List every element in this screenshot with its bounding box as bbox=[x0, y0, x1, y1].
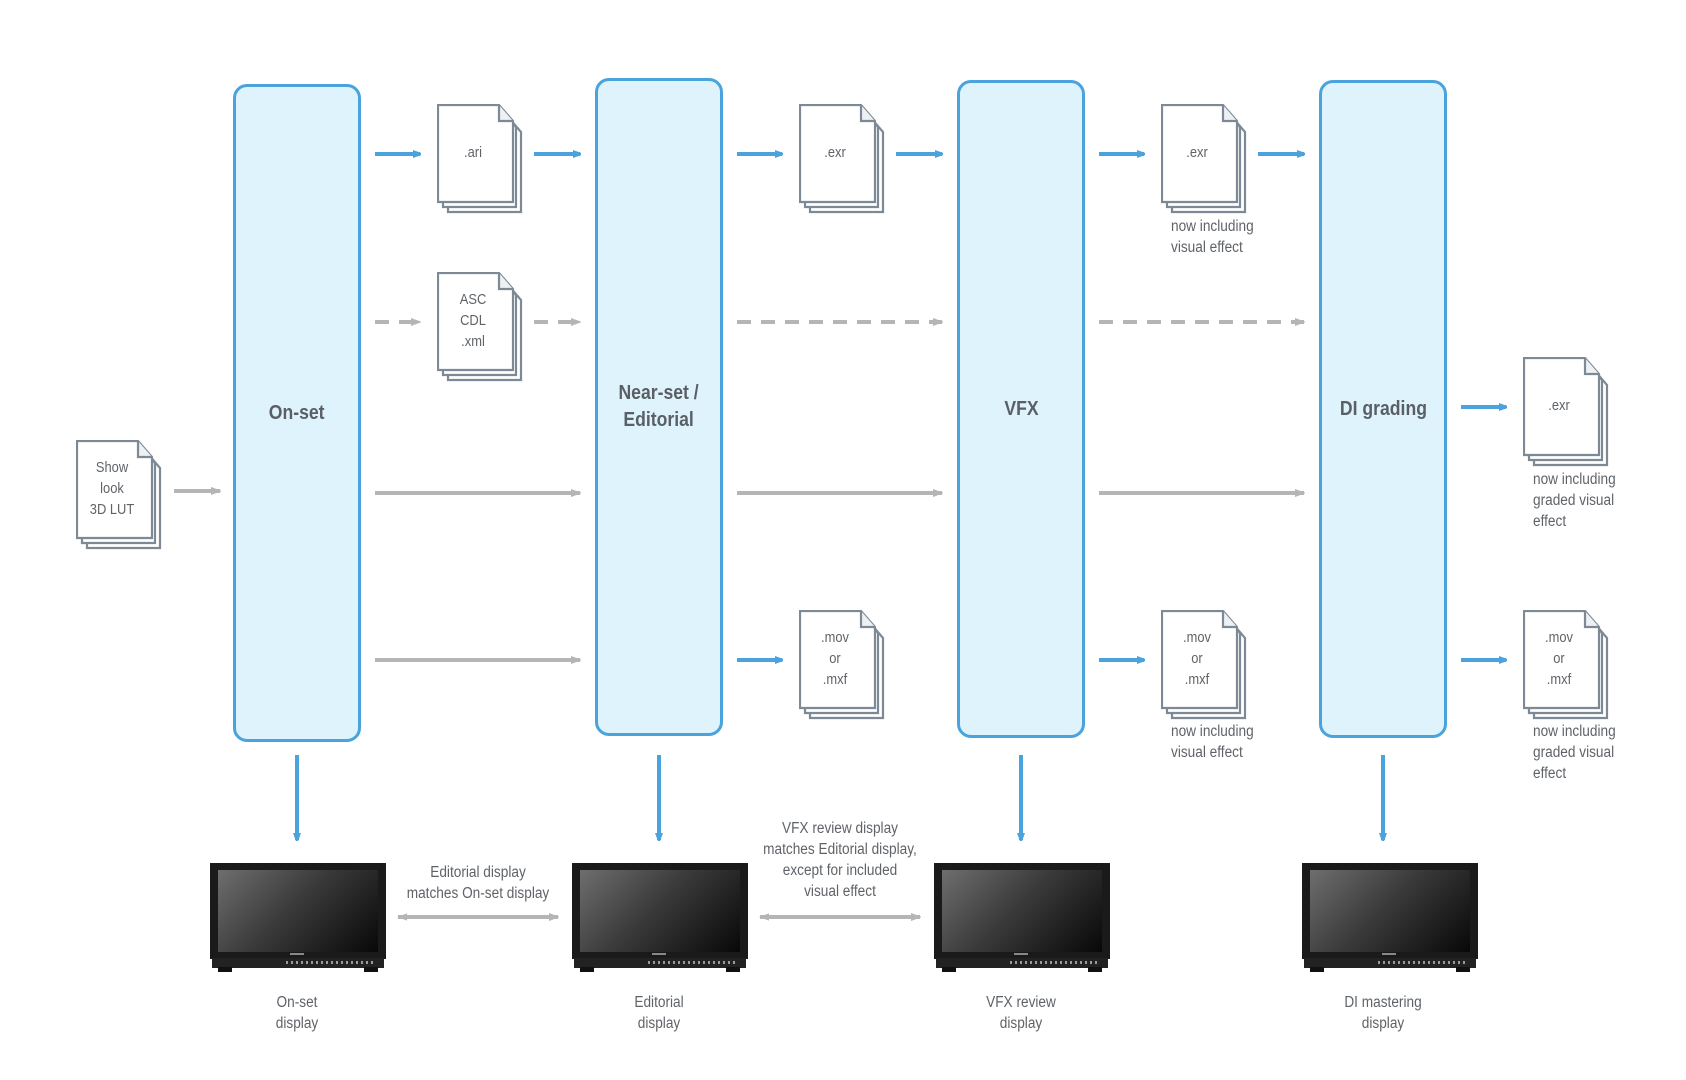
doc-text: .mov or .mxf bbox=[1545, 628, 1573, 688]
monitor-di-mastering bbox=[1302, 863, 1478, 973]
doc-text: .exr bbox=[1186, 143, 1208, 161]
display-label-vfx-review: VFX review display bbox=[986, 994, 1056, 1032]
doc-show-look-lut: Show look 3D LUT bbox=[76, 440, 162, 550]
doc-exr-vfx: .exr bbox=[1161, 104, 1247, 214]
monitor-icon bbox=[934, 863, 1110, 959]
doc-exr-editorial: .exr bbox=[799, 104, 885, 214]
doc-ari: .ari bbox=[437, 104, 523, 214]
monitor-on-set bbox=[210, 863, 386, 973]
doc-text: ASC CDL .xml bbox=[459, 290, 487, 350]
doc-text: .exr bbox=[1548, 396, 1570, 414]
display-label-on-set: On-set display bbox=[275, 994, 319, 1032]
display-arrows bbox=[297, 755, 1383, 840]
doc-text: Show look 3D LUT bbox=[89, 458, 135, 518]
doc-proxy-editorial: .mov or .mxf bbox=[799, 610, 885, 720]
comparison-onset-editorial: Editorial display matches On-set display bbox=[406, 864, 550, 902]
monitor-editorial bbox=[572, 863, 748, 973]
stage-vfx: VFX bbox=[957, 80, 1085, 738]
note-di-proxy: now including graded visual effect bbox=[1533, 723, 1616, 782]
doc-proxy-di: .mov or .mxf bbox=[1523, 610, 1609, 720]
stage-label: VFX bbox=[1003, 397, 1039, 420]
doc-text: .ari bbox=[464, 143, 482, 161]
doc-text: .mov or .mxf bbox=[1183, 628, 1211, 688]
stage-label: Near-set / Editorial bbox=[618, 382, 700, 431]
display-label-di-mastering: DI mastering display bbox=[1344, 994, 1422, 1032]
doc-text: .mov or .mxf bbox=[821, 628, 849, 688]
monitor-icon bbox=[210, 863, 386, 959]
monitor-icon bbox=[572, 863, 748, 959]
doc-exr-di: .exr bbox=[1523, 357, 1609, 467]
note-di-exr: now including graded visual effect bbox=[1533, 471, 1616, 530]
stage-di-grading: DI grading bbox=[1319, 80, 1447, 738]
stage-on-set: On-set bbox=[233, 84, 361, 742]
display-label-editorial: Editorial display bbox=[634, 994, 684, 1032]
doc-asc-cdl: ASC CDL .xml bbox=[437, 272, 523, 382]
note-vfx-exr: now including visual effect bbox=[1171, 218, 1254, 256]
monitor-icon bbox=[1302, 863, 1478, 959]
monitor-vfx-review bbox=[934, 863, 1110, 973]
doc-text: .exr bbox=[824, 143, 846, 161]
doc-proxy-vfx: .mov or .mxf bbox=[1161, 610, 1247, 720]
stage-label: On-set bbox=[269, 401, 325, 424]
comparison-editorial-vfx: VFX review display matches Editorial dis… bbox=[763, 820, 917, 900]
note-vfx-proxy: now including visual effect bbox=[1171, 723, 1254, 761]
stage-editorial: Near-set / Editorial bbox=[595, 78, 723, 736]
stage-label: DI grading bbox=[1339, 397, 1427, 420]
